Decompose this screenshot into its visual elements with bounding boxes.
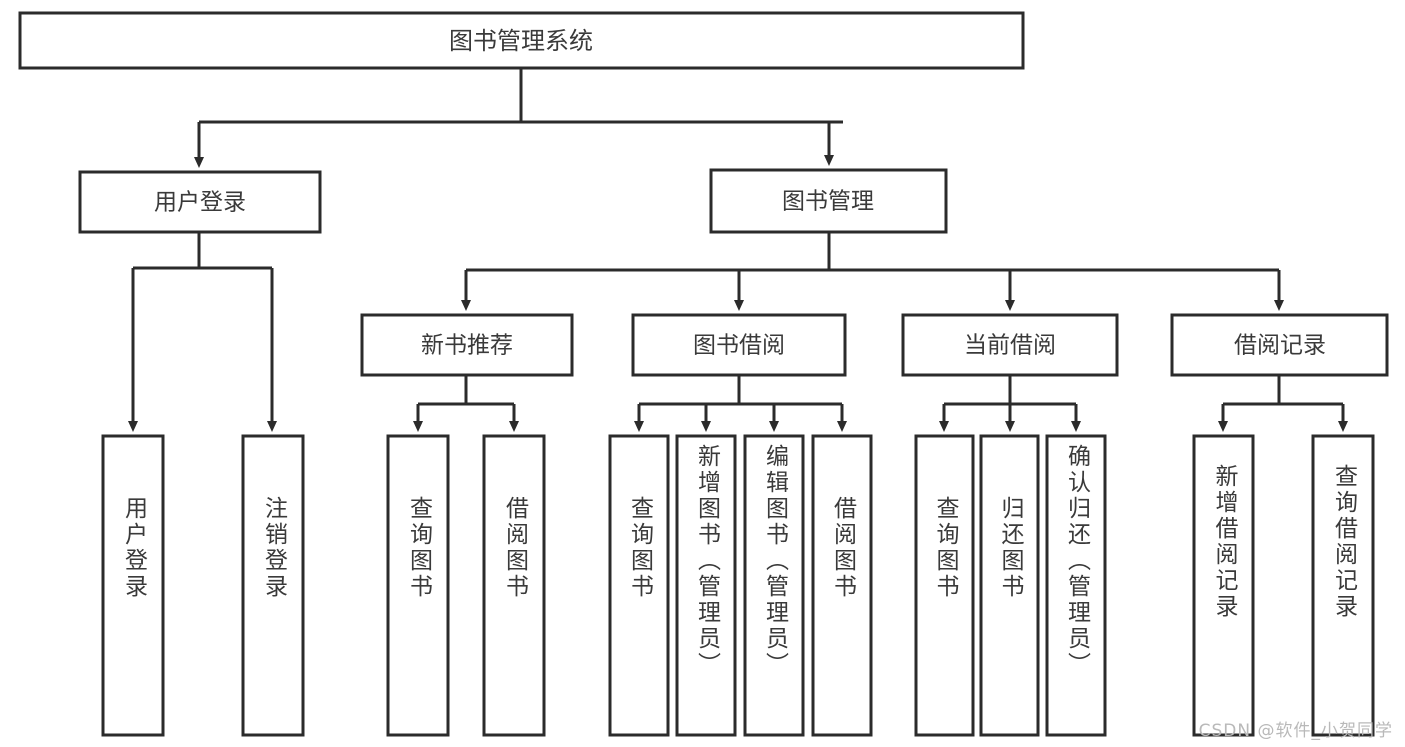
leaf-box-book-borrow-0[interactable] [608,434,670,737]
leaf-box-user-login-0[interactable] [101,434,165,737]
connector-group-current-borrow [939,375,1081,432]
connector-group-user-login [128,232,277,432]
leaf-box-new-book-0[interactable] [386,434,450,737]
node-user-login-label: 用户登录 [154,190,246,216]
leaf-box-borrow-record-1[interactable] [1311,434,1375,737]
node-current-borrow[interactable] [901,313,1119,377]
node-current-borrow-label: 当前借阅 [964,333,1056,359]
node-book-manage-label: 图书管理 [782,189,874,215]
connector-group-new-book [413,375,519,432]
node-book-manage[interactable] [709,168,948,234]
leaf-box-book-borrow-1[interactable] [675,434,737,737]
node-new-book-recommend[interactable] [360,313,574,377]
leaf-box-current-borrow-2[interactable] [1045,434,1107,737]
connector-group-book-borrow [634,375,847,432]
leaf-box-book-borrow-2[interactable] [743,434,805,737]
node-book-borrow[interactable] [631,313,847,377]
leaf-box-current-borrow-0[interactable] [914,434,975,737]
node-root-label: 图书管理系统 [449,27,593,55]
leaf-box-user-login-1[interactable] [241,434,305,737]
connector-group-borrow-record [1218,375,1348,432]
node-new-book-recommend-label: 新书推荐 [421,333,513,359]
leaf-box-new-book-1[interactable] [482,434,546,737]
leaf-box-borrow-record-0[interactable] [1192,434,1255,737]
watermark-label: CSDN @软件_小贺同学 [1198,721,1393,741]
node-root[interactable] [18,11,1025,70]
node-borrow-record[interactable] [1170,313,1389,377]
node-user-login[interactable] [78,170,322,234]
leaf-box-book-borrow-3[interactable] [811,434,873,737]
node-book-borrow-label: 图书借阅 [693,333,785,359]
node-borrow-record-label: 借阅记录 [1234,333,1326,359]
connector-group-book-manage [461,232,1284,311]
leaf-box-current-borrow-1[interactable] [979,434,1040,737]
connector-group-root [194,68,843,168]
